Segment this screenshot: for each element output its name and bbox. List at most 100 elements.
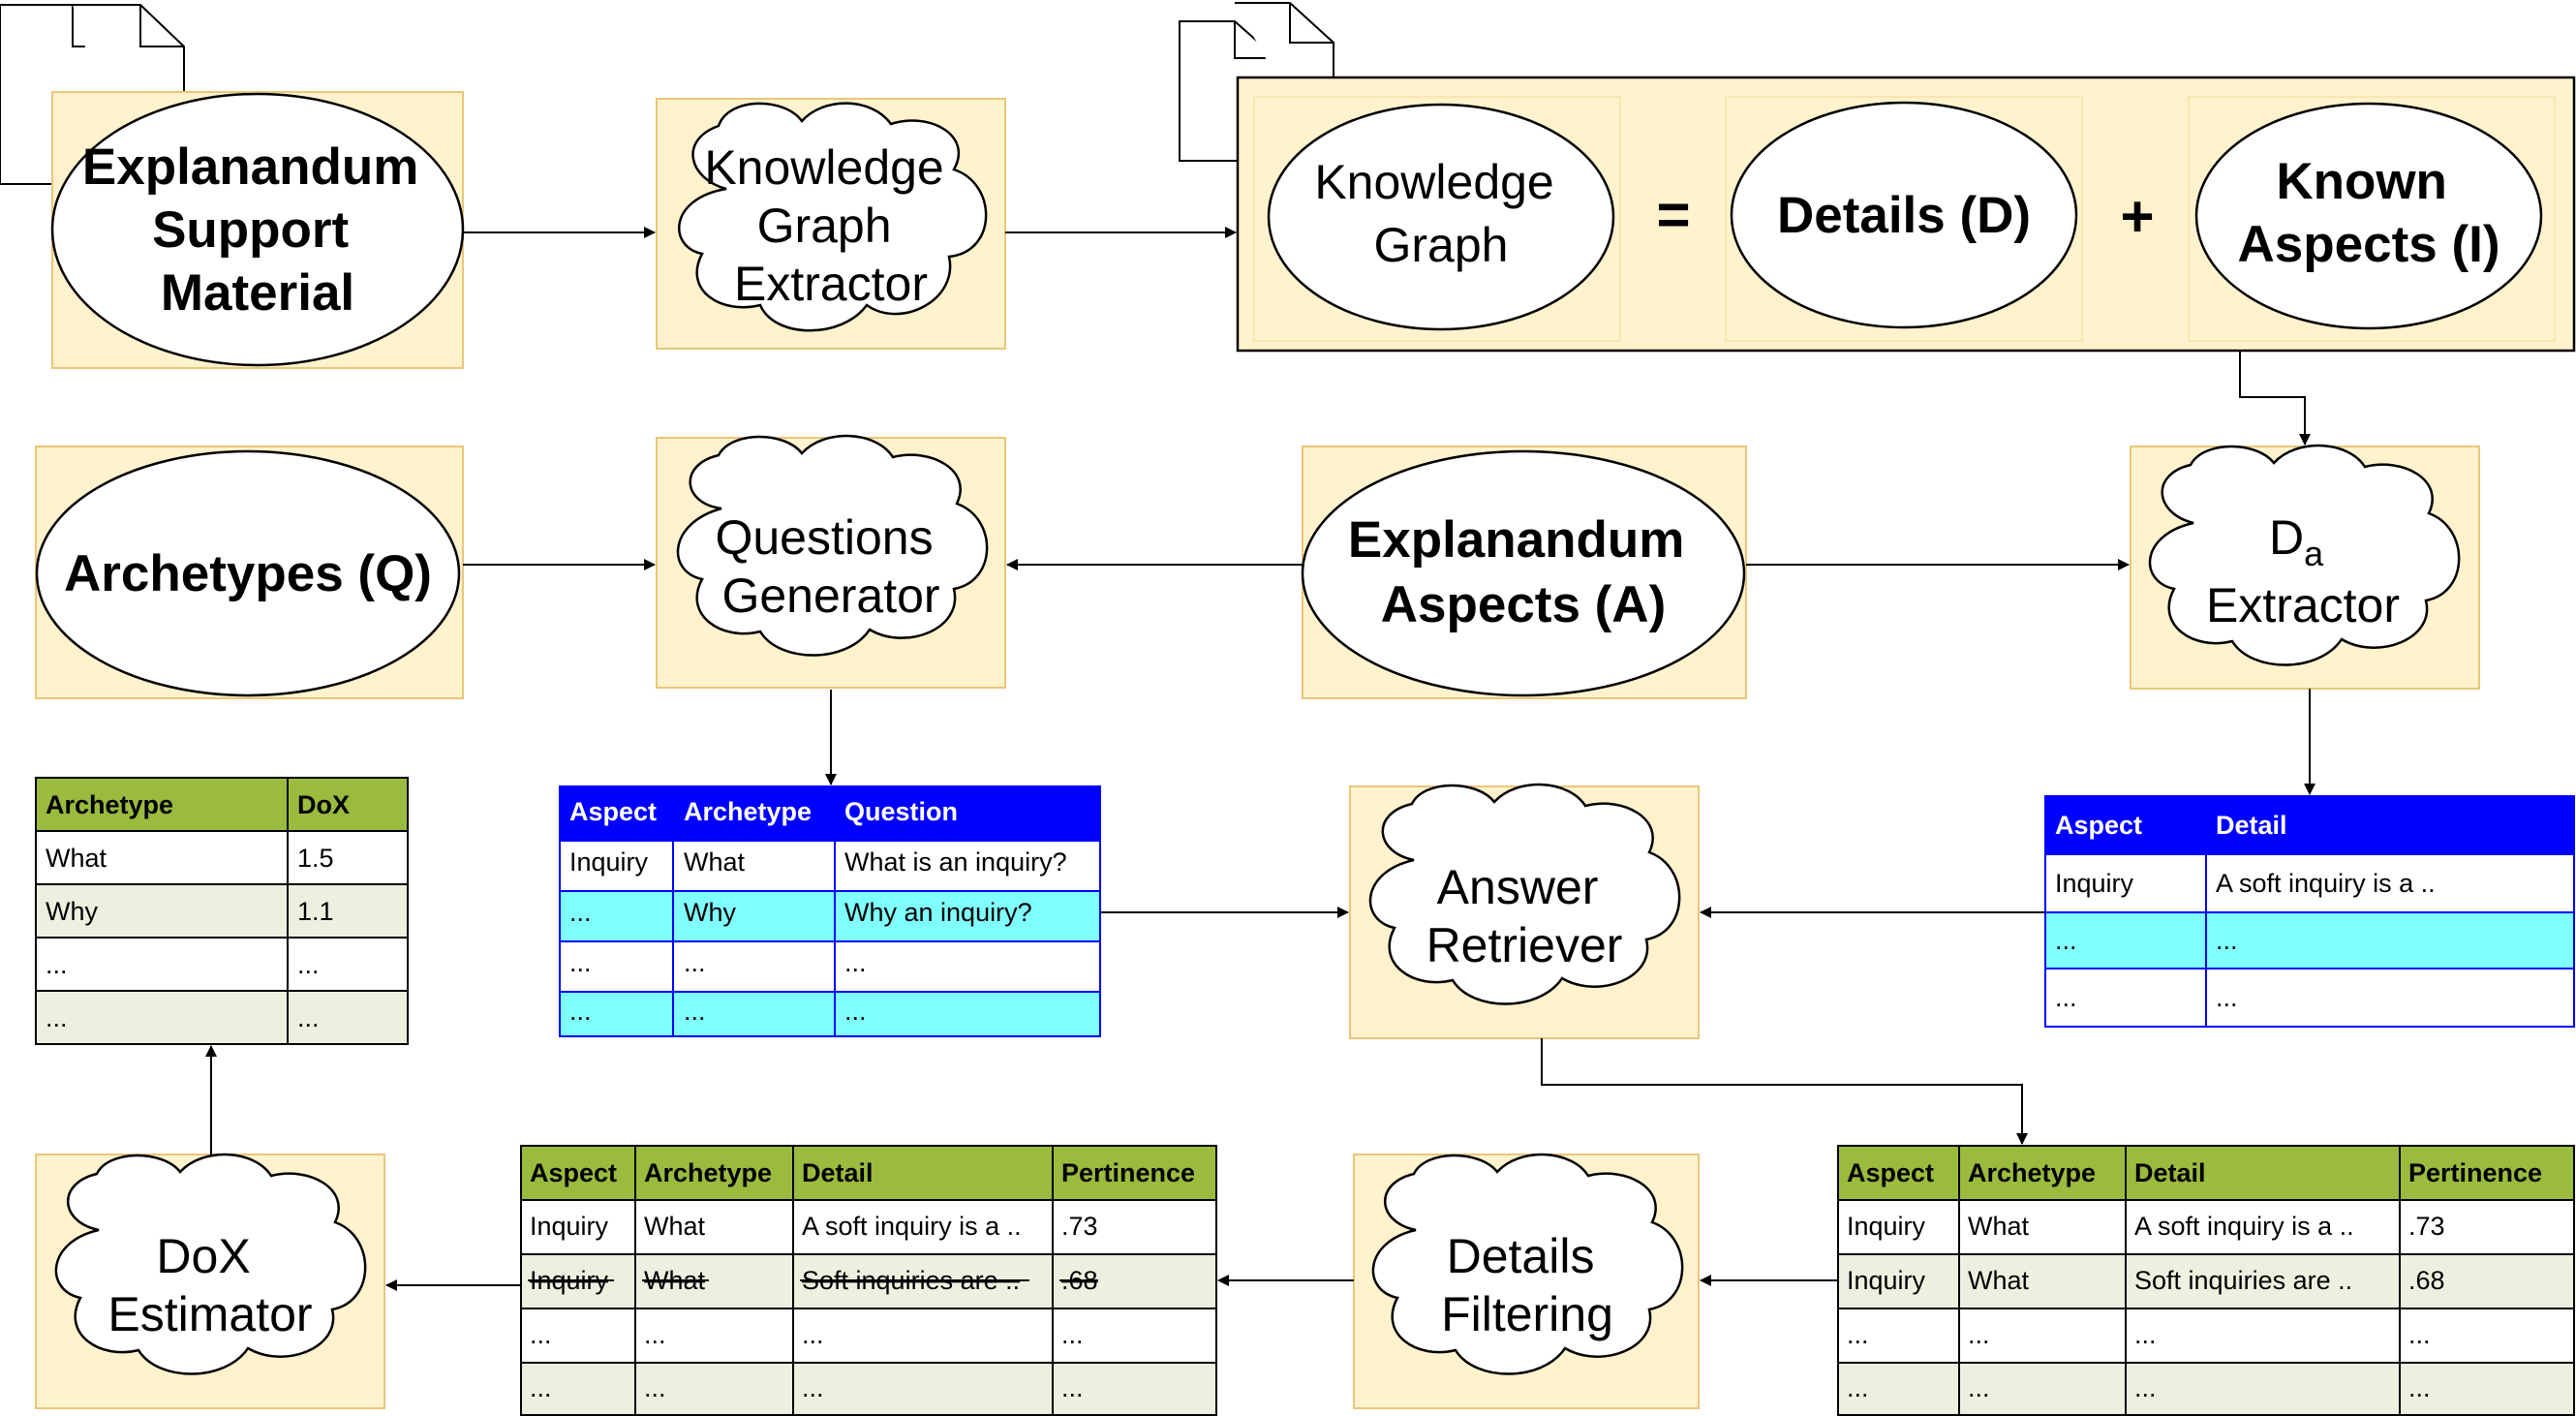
da-extractor-node: Da Extractor bbox=[2130, 444, 2480, 690]
plus-sign: + bbox=[2120, 184, 2154, 249]
svg-text:What: What bbox=[684, 847, 746, 877]
svg-text:...: ... bbox=[2055, 926, 2077, 955]
equals-sign: = bbox=[1656, 182, 1690, 247]
svg-text:...: ... bbox=[684, 948, 706, 977]
known-aspects-node: Known Aspects (I) bbox=[2194, 102, 2543, 330]
knowledge-graph-node: Knowledge Graph bbox=[1267, 103, 1615, 331]
svg-text:Questions Generator: Questions Generator bbox=[715, 510, 946, 623]
dox-estimator-node: DoX Estimator bbox=[35, 1153, 385, 1409]
svg-text:Archetype: Archetype bbox=[684, 797, 812, 826]
svg-text:...: ... bbox=[569, 948, 592, 977]
explanandum-aspects-node: Explanandum Aspects (A) bbox=[1301, 446, 1747, 699]
svg-text:...: ... bbox=[1061, 1320, 1084, 1349]
knowledge-graph-extractor-node: Knowledge Graph Extractor bbox=[656, 98, 1006, 350]
archetypes-node: Archetypes (Q) bbox=[35, 446, 464, 699]
cloud-shape bbox=[2148, 444, 2461, 666]
svg-text:...: ... bbox=[2055, 983, 2077, 1012]
svg-text:...: ... bbox=[530, 1320, 552, 1349]
svg-text:...: ... bbox=[684, 997, 706, 1026]
svg-text:What: What bbox=[46, 844, 107, 873]
svg-text:...: ... bbox=[2216, 926, 2238, 955]
svg-text:Question: Question bbox=[844, 797, 958, 826]
svg-text:Detail: Detail bbox=[2216, 811, 2287, 840]
svg-text:...: ... bbox=[569, 898, 592, 927]
svg-text:Detail: Detail bbox=[802, 1158, 874, 1187]
svg-text:Aspect: Aspect bbox=[2055, 811, 2142, 840]
svg-text:DoX Estimator: DoX Estimator bbox=[107, 1229, 312, 1341]
svg-text:Why: Why bbox=[684, 898, 737, 927]
svg-text:...: ... bbox=[1847, 1320, 1869, 1349]
filtered-details-table: Aspect Archetype Detail Pertinence Inqui… bbox=[520, 1145, 1217, 1416]
svg-text:...: ... bbox=[844, 948, 867, 977]
svg-text:Inquiry: Inquiry bbox=[1847, 1266, 1926, 1295]
svg-text:...: ... bbox=[46, 1003, 68, 1032]
svg-text:What: What bbox=[644, 1212, 706, 1241]
cloud-shape bbox=[1368, 783, 1681, 1005]
svg-text:...: ... bbox=[802, 1320, 824, 1349]
details-filtering-node: Details Filtering bbox=[1353, 1153, 1700, 1409]
svg-text:Answer Retriever: Answer Retriever bbox=[1426, 860, 1623, 972]
questions-table: Aspect Archetype Question Inquiry What W… bbox=[559, 785, 1101, 1037]
svg-text:What is an inquiry?: What is an inquiry? bbox=[844, 847, 1067, 877]
cloud-shape bbox=[54, 1153, 367, 1375]
cloud-shape bbox=[678, 102, 988, 332]
cloud-shape bbox=[676, 434, 989, 657]
svg-text:Soft inquiries are ..: Soft inquiries are .. bbox=[2134, 1266, 2352, 1295]
kg-extractor-label: Knowledge Graph Extractor bbox=[704, 140, 957, 311]
svg-text:.73: .73 bbox=[1061, 1212, 1098, 1241]
svg-text:Archetype: Archetype bbox=[46, 790, 173, 819]
connectors bbox=[205, 227, 2315, 1291]
explanandum-support-material-node: Explanandum Support Material bbox=[50, 91, 465, 369]
svg-text:...: ... bbox=[1061, 1373, 1084, 1402]
svg-text:...: ... bbox=[644, 1320, 666, 1349]
arrow-kg-to-da-extractor bbox=[2239, 351, 2311, 446]
svg-text:Inquiry: Inquiry bbox=[530, 1212, 609, 1241]
svg-text:Inquiry: Inquiry bbox=[1847, 1212, 1926, 1241]
answer-retriever-node: Answer Retriever bbox=[1349, 783, 1700, 1039]
svg-text:1.1: 1.1 bbox=[297, 897, 334, 926]
svg-text:...: ... bbox=[2408, 1373, 2431, 1402]
svg-text:Pertinence: Pertinence bbox=[2408, 1158, 2542, 1187]
svg-text:...: ... bbox=[1847, 1373, 1869, 1402]
svg-text:...: ... bbox=[2408, 1320, 2431, 1349]
svg-text:...: ... bbox=[2134, 1373, 2157, 1402]
svg-text:Details Filtering: Details Filtering bbox=[1441, 1229, 1613, 1341]
svg-text:A soft inquiry is a ..: A soft inquiry is a .. bbox=[2134, 1212, 2354, 1241]
support-material-label: Explanandum Support Material bbox=[82, 139, 433, 322]
svg-text:.73: .73 bbox=[2408, 1212, 2445, 1241]
struck-out-row: Inquiry What Soft inquiries are .. .68 bbox=[528, 1266, 1098, 1295]
questions-generator-node: Questions Generator bbox=[656, 434, 1006, 689]
svg-text:...: ... bbox=[1968, 1320, 1990, 1349]
svg-text:Aspect: Aspect bbox=[569, 797, 657, 826]
svg-text:Why: Why bbox=[46, 897, 99, 926]
svg-text:Explanandum Aspects (A): Explanandum Aspects (A) bbox=[1348, 511, 1699, 633]
svg-text:DoX: DoX bbox=[297, 790, 350, 819]
svg-text:A soft inquiry is a ..: A soft inquiry is a .. bbox=[2216, 869, 2436, 898]
svg-text:Pertinence: Pertinence bbox=[1061, 1158, 1195, 1187]
svg-text:Archetypes (Q): Archetypes (Q) bbox=[64, 545, 432, 602]
svg-text:...: ... bbox=[569, 997, 592, 1026]
dox-table: Archetype DoX What 1.5 Why 1.1 ... ... .… bbox=[35, 777, 409, 1045]
svg-text:Details (D): Details (D) bbox=[1777, 187, 2031, 244]
svg-text:Aspect: Aspect bbox=[1847, 1158, 1934, 1187]
retrieved-details-table: Aspect Archetype Detail Pertinence Inqui… bbox=[1837, 1145, 2575, 1416]
svg-text:Why an inquiry?: Why an inquiry? bbox=[844, 898, 1032, 927]
svg-text:...: ... bbox=[297, 1003, 320, 1032]
svg-text:What: What bbox=[1968, 1266, 2030, 1295]
aspect-detail-table: Aspect Detail Inquiry A soft inquiry is … bbox=[2044, 795, 2575, 1028]
knowledge-graph-container: Knowledge Graph = Details (D) + Known As… bbox=[1236, 76, 2576, 353]
svg-text:...: ... bbox=[1968, 1373, 1990, 1402]
svg-text:1.5: 1.5 bbox=[297, 844, 334, 873]
svg-text:.68: .68 bbox=[2408, 1266, 2445, 1295]
svg-text:...: ... bbox=[2134, 1320, 2157, 1349]
svg-text:Inquiry: Inquiry bbox=[569, 847, 649, 877]
svg-text:Detail: Detail bbox=[2134, 1158, 2206, 1187]
arrow-retriever-to-retrieved-table bbox=[1541, 1038, 2028, 1145]
svg-text:Archetype: Archetype bbox=[1968, 1158, 2096, 1187]
svg-text:...: ... bbox=[2216, 983, 2238, 1012]
svg-text:Aspect: Aspect bbox=[530, 1158, 617, 1187]
svg-text:Knowledge Graph: Knowledge Graph bbox=[1314, 155, 1567, 272]
svg-text:What: What bbox=[1968, 1212, 2030, 1241]
svg-text:Inquiry: Inquiry bbox=[2055, 869, 2134, 898]
